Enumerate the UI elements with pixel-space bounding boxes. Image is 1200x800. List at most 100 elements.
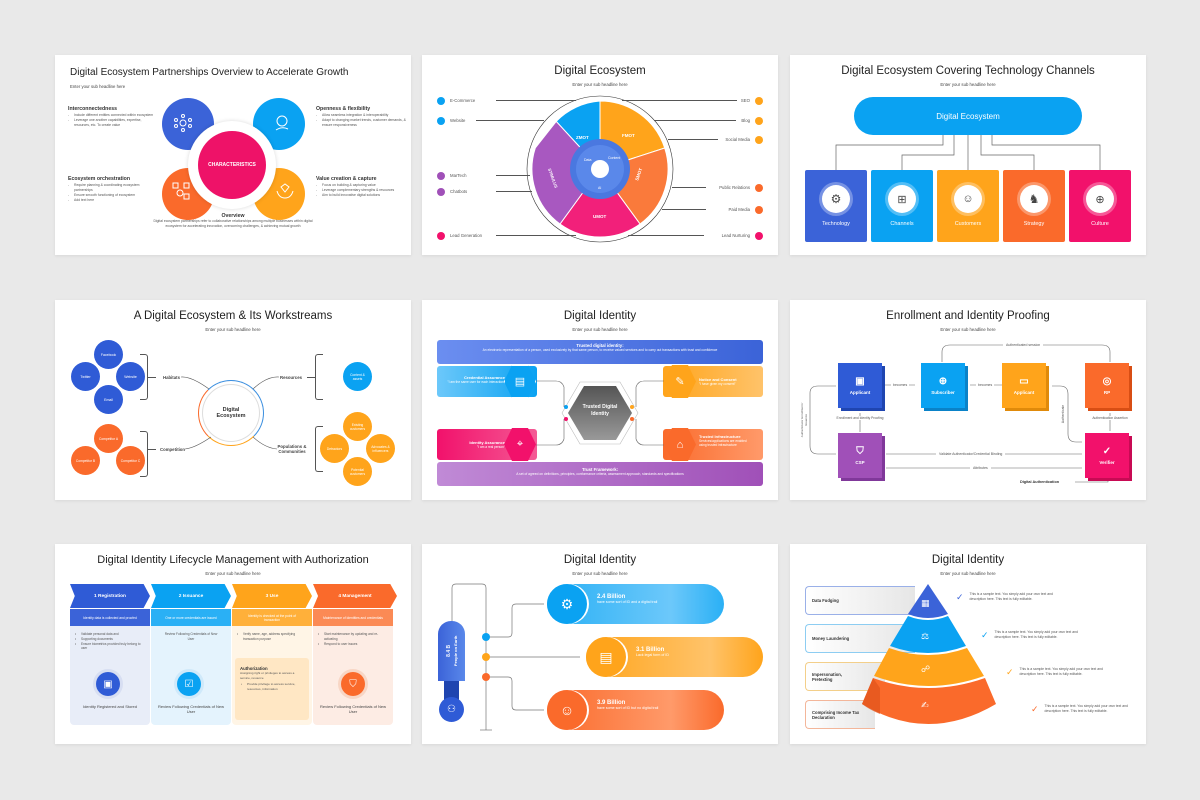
edge-attributes: Attributes — [970, 466, 991, 470]
slide-enrollment-proofing[interactable]: Enrollment and Identity Proofing Enter y… — [790, 300, 1146, 500]
node-amber — [630, 405, 634, 409]
svg-text:Data: Data — [584, 158, 591, 162]
bracket-competition — [140, 431, 148, 477]
tax-icon: ✍ — [921, 701, 929, 711]
dot-website — [437, 117, 445, 125]
bar-text: have some sort of ID but no digital trai… — [597, 706, 659, 710]
id-document-icon: ▤ — [586, 637, 626, 677]
edge-validate: Validate Authenticator/Credential Bindin… — [936, 452, 1006, 456]
pill-text: 8.4 B People on Earth — [446, 627, 458, 675]
box-channels: ⊞ Channels — [871, 170, 933, 242]
bar-no-digital-trail: ☺ 3.9 Billion have some sort of ID but n… — [547, 690, 724, 730]
node-sky — [482, 633, 490, 641]
bullet: Ensure biometrics provided truly belong … — [74, 642, 146, 652]
edge-auth-assertion: Authentication Assertion — [1090, 416, 1130, 420]
node-orange — [630, 417, 634, 421]
box-label: Technology — [822, 221, 850, 227]
node-orange — [482, 673, 490, 681]
stage-body: Start maintenance by updating and re-act… — [313, 626, 393, 725]
node-subscriber: ⊕Subscriber — [921, 363, 965, 408]
bar-value: 2.4 Billion — [597, 594, 626, 600]
check-icon: ✓ — [956, 592, 964, 602]
slide-subtitle: Enter your sub headline here — [205, 571, 261, 576]
culture-icon: ⊕ — [1086, 185, 1114, 213]
node-pink — [564, 417, 568, 421]
slide-lifecycle-management[interactable]: Digital Identity Lifecycle Management wi… — [55, 544, 411, 744]
pill-label: People on Earth — [452, 635, 458, 667]
item-paid-media: Paid Media — [728, 207, 751, 212]
stage-header: 2 Issuance — [151, 584, 231, 608]
label-data-fudging: Data Fudging — [805, 586, 915, 615]
center-hexagon — [561, 381, 639, 445]
section-heading: Value creation & capture — [316, 176, 377, 182]
center-label: Trusted Digital Identity — [582, 404, 618, 417]
dot-ecommerce — [437, 97, 445, 105]
label-competition: Competition — [160, 447, 186, 452]
node-amber — [482, 653, 490, 661]
banner-text: An electronic representation of a person… — [482, 348, 718, 352]
slide-partnerships-overview[interactable]: Digital Ecosystem Partnerships Overview … — [55, 55, 411, 255]
bullet: Focus on building & capturing value — [316, 183, 408, 188]
svg-text:SMOT: SMOT — [634, 167, 643, 181]
bubble-competitor-a: Competitor A — [94, 424, 123, 453]
dot-lead-nurturing — [755, 232, 763, 240]
item-chatbots: Chatbots — [450, 189, 468, 194]
item-martech: MarTech — [450, 173, 467, 178]
banner-trust-framework: Trust Framework: A set of agreed on defi… — [437, 462, 763, 486]
card-text: Services/applications are enabled using … — [699, 439, 747, 447]
bullet: Require planning & coordinating ecosyste… — [68, 183, 158, 193]
bubble-existing-customers: Existing customers — [343, 412, 372, 441]
bubble-advocates: Advocates & influencers — [366, 434, 395, 463]
node-blue — [564, 405, 568, 409]
desc-4: ✓ This is a sample text. You simply add … — [1031, 704, 1128, 714]
channel-boxes: ⚙ Technology ⊞ Channels ☺ Customers ♞ St… — [805, 170, 1131, 242]
label-habitats: Habitats — [163, 375, 180, 380]
card-title: Trusted Infrastructure — [699, 434, 741, 439]
slide-technology-channels[interactable]: Digital Ecosystem Covering Technology Ch… — [790, 55, 1146, 255]
section-openness: Openness & flexibility Allow seamless in… — [316, 106, 406, 128]
center-digital-ecosystem: Digital Ecosystem — [198, 380, 264, 446]
stage-footer: Review Following Credentials of New User — [157, 704, 225, 714]
edge-authenticator-enrollment: Authenticator Enrollment / Issuance — [800, 402, 808, 438]
verified-badge-icon: ✓ — [1102, 446, 1112, 457]
chess-knight-icon: ♞ — [1020, 185, 1048, 213]
item-social-media: Social Media — [725, 137, 750, 142]
section-heading: Interconnectedness — [68, 106, 118, 112]
box-label: Culture — [1091, 221, 1109, 227]
item-lead-nurturing: Lead Nurturing — [721, 233, 750, 238]
overview-title: Overview — [221, 213, 245, 219]
group-add-icon: ⊕ — [938, 376, 948, 387]
stage-header: 3 Use — [232, 584, 312, 608]
laptop-id-icon: ▭ — [1019, 376, 1029, 387]
slide-digital-ecosystem-wheel[interactable]: Digital Ecosystem Enter your sub headlin… — [422, 55, 778, 255]
stage-band: Identity data is collected and proofed — [70, 609, 150, 626]
characteristics-circle: CHARACTERISTICS — [198, 131, 266, 199]
box-label: Channels — [890, 221, 914, 227]
desc-3: ✓ This is a sample text. You simply add … — [1006, 667, 1103, 677]
bracket-resources — [315, 354, 323, 400]
slide-subtitle: Enter your sub headline here — [940, 82, 996, 87]
section-heading: Openness & flexibility — [316, 106, 371, 112]
box-strategy: ♞ Strategy — [1003, 170, 1065, 242]
slide-workstreams[interactable]: A Digital Ecosystem & Its Workstreams En… — [55, 300, 411, 500]
slide-identity-billions[interactable]: Digital Identity Enter your sub headline… — [422, 544, 778, 744]
center-label: CHARACTERISTICS — [208, 162, 256, 168]
box-technology: ⚙ Technology — [805, 170, 867, 242]
slide-identity-pyramid[interactable]: Digital Identity Enter your sub headline… — [790, 544, 1146, 744]
card-text: "I have given my consent" — [699, 382, 736, 386]
box-label: Customers — [954, 221, 982, 227]
people-network-icon: ⚇ — [439, 697, 464, 722]
stage-body: Verify name, age, address specifying tra… — [232, 626, 312, 725]
desc-2: ✓ This is a sample text. You simply add … — [981, 630, 1078, 640]
dot-seo — [755, 97, 763, 105]
hub-digital-ecosystem: Digital Ecosystem — [854, 97, 1082, 135]
overview: Overview Digital ecosystem partnerships … — [153, 213, 313, 229]
stage-text: Review Following Credentials of New User — [164, 632, 218, 641]
node-label: CSP — [855, 460, 865, 465]
slide-subtitle: Enter your sub headline here — [572, 82, 628, 87]
bracket-populations — [315, 426, 323, 472]
node-label: Verifier — [1099, 460, 1115, 465]
svg-text:FMOT: FMOT — [622, 133, 635, 138]
node-rp: ◎RP — [1085, 363, 1129, 408]
slide-digital-identity-hex[interactable]: Digital Identity Enter your sub headline… — [422, 300, 778, 500]
